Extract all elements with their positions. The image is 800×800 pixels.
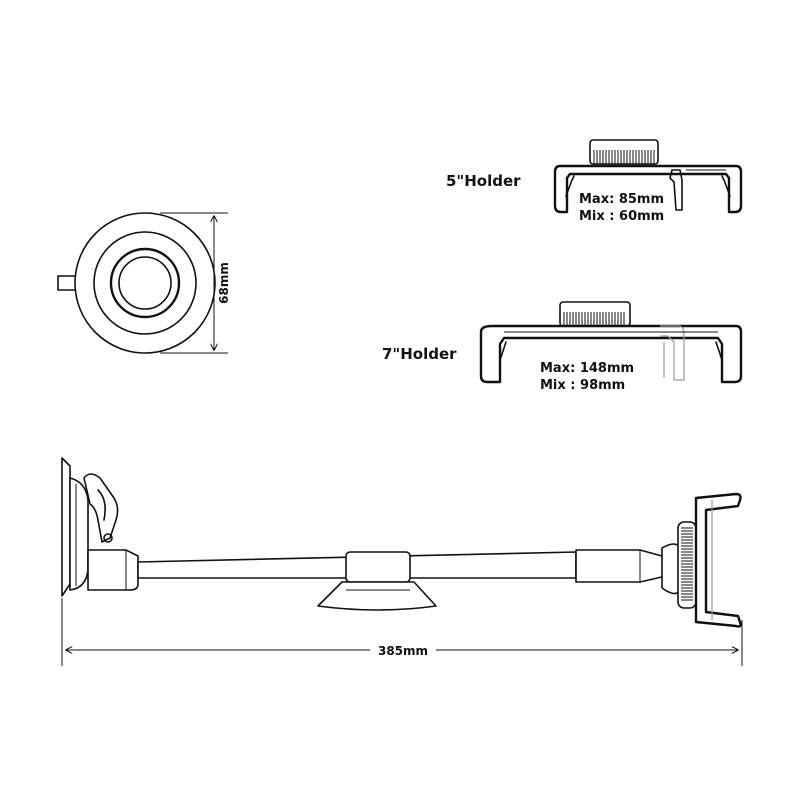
mount-sleeve — [575, 549, 667, 583]
mount-phone-cradle — [694, 492, 742, 628]
suction-cup-center — [118, 256, 172, 310]
mount-length-label: 385mm — [378, 644, 428, 658]
holder-5-title: 5"Holder — [446, 172, 521, 190]
holder-5-jaw — [669, 169, 683, 211]
holder-7-ghost-jaw — [660, 325, 685, 381]
holder-5-min-size: Mix : 60mm — [579, 209, 664, 224]
mount-support-pad — [317, 551, 437, 611]
holder-7-clamp — [479, 324, 743, 384]
suction-cup-inner-ring — [109, 247, 181, 319]
suction-cup-middle-ring — [93, 231, 197, 335]
mount-suction-plate — [61, 457, 71, 597]
holder-5-drawing — [553, 139, 743, 214]
suction-cup-diameter-label: 68mm — [217, 262, 231, 304]
mount-side-view — [61, 457, 742, 628]
holder-7-drawing — [479, 301, 743, 384]
mount-length-dimension — [61, 598, 743, 666]
holder-7-title: 7"Holder — [382, 345, 457, 363]
suction-cup-top-view — [57, 212, 228, 354]
mount-joint — [87, 549, 139, 591]
suction-cup-outer-ring — [74, 212, 216, 354]
mount-lever — [83, 473, 119, 543]
holder-7-min-size: Mix : 98mm — [540, 378, 625, 393]
mount-cradle-knob — [677, 521, 697, 609]
holder-7-knob — [559, 301, 631, 327]
holder-5-knob — [589, 139, 659, 165]
holder-7-max-size: Max: 148mm — [540, 361, 634, 376]
holder-5-max-size: Max: 85mm — [579, 192, 664, 207]
